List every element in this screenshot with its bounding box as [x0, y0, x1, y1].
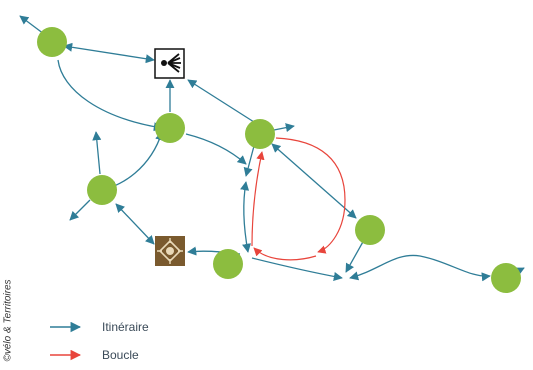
- legend-itineraire-label: Itinéraire: [102, 320, 149, 334]
- edge-nodeC-info: [187, 79, 255, 123]
- node-d: [87, 175, 117, 205]
- legend-boucle-label: Boucle: [102, 348, 139, 362]
- node-e: [213, 249, 243, 279]
- loop-top: [275, 137, 346, 254]
- edge-junction2-nodeG: [349, 254, 491, 282]
- node-a: [37, 27, 67, 57]
- node-g: [491, 263, 521, 293]
- loop-left: [251, 151, 265, 247]
- edge-nodeA-out: [19, 15, 45, 35]
- edge-nodeB-nodeD: [107, 131, 164, 191]
- edge-nodeC-junction: [243, 145, 255, 177]
- legend: [50, 321, 82, 361]
- edge-nodeC-nodeF: [271, 143, 357, 219]
- edge-junction-nodeE: [240, 181, 252, 253]
- edge-nodeD-nodeA: [92, 131, 102, 175]
- node-f: [355, 215, 385, 245]
- service-point-icon: [155, 236, 185, 266]
- node-c: [245, 119, 275, 149]
- edge-nodeB-junction: [185, 133, 247, 165]
- itinerary-edges: [19, 15, 525, 282]
- edge-nodeA-nodeB: [57, 59, 163, 132]
- edge-nodeD-service: [115, 203, 155, 245]
- edge-nodeE-junction2: [251, 257, 343, 281]
- edge-nodeF-junction2: [345, 239, 365, 273]
- node-b: [155, 113, 185, 143]
- image-credit: ©vélo & Territoires: [2, 279, 14, 362]
- loop-edges: [251, 137, 346, 261]
- nodes: [37, 27, 521, 293]
- edge-nodeC-out: [273, 123, 295, 133]
- edge-nodeD-out: [69, 199, 91, 221]
- information-point-icon: [154, 48, 185, 79]
- loop-bottom: [253, 247, 317, 261]
- edge-nodeA-info: [63, 42, 155, 64]
